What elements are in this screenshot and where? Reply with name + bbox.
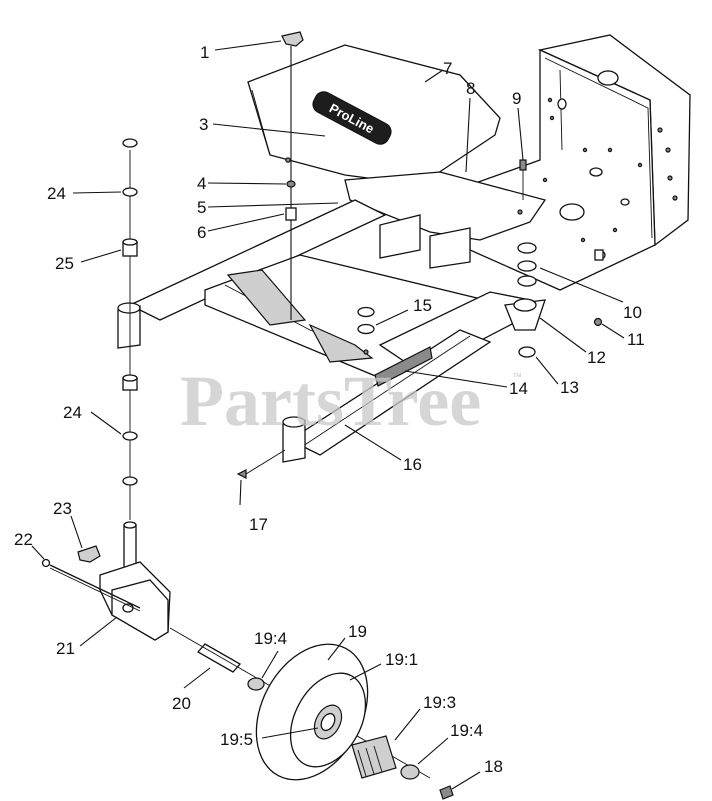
callout-11: 11 <box>627 330 645 349</box>
callout-12: 12 <box>587 348 606 367</box>
main-frame <box>117 199 546 463</box>
callout-9: 9 <box>512 89 521 108</box>
callout-23: 23 <box>53 499 72 518</box>
callout-19-4-right: 19:4 <box>450 721 483 740</box>
callout-19-1: 19:1 <box>385 650 418 669</box>
callout-10: 10 <box>623 303 642 322</box>
lower-plate <box>344 171 547 241</box>
callout-17: 17 <box>249 515 268 534</box>
callout-25: 25 <box>55 254 74 273</box>
callout-6: 6 <box>197 223 206 242</box>
callout-13: 13 <box>560 378 579 397</box>
callout-3: 3 <box>199 115 208 134</box>
callouts: 1 3 4 5 6 7 8 9 10 11 12 13 14 15 16 17 … <box>14 43 645 776</box>
caster-wheel <box>247 643 454 800</box>
callout-20: 20 <box>172 694 191 713</box>
leader-lines <box>31 40 625 790</box>
hardware <box>236 31 603 479</box>
callout-24-bottom: 24 <box>63 403 82 422</box>
watermark-trademark: ™ <box>512 372 522 383</box>
callout-5: 5 <box>197 198 206 217</box>
callout-19: 19 <box>348 622 367 641</box>
caster-fork <box>41 521 171 641</box>
callout-22: 22 <box>14 530 33 549</box>
callout-18: 18 <box>484 757 503 776</box>
callout-8: 8 <box>466 79 475 98</box>
partstree-watermark: PartsTree ™ <box>180 361 522 441</box>
callout-24-top: 24 <box>47 184 66 203</box>
callout-21: 21 <box>56 639 75 658</box>
callout-16: 16 <box>403 455 422 474</box>
callout-19-3: 19:3 <box>423 693 456 712</box>
callout-15: 15 <box>413 296 432 315</box>
callout-19-4-left: 19:4 <box>254 629 287 648</box>
rear-frame <box>469 34 691 291</box>
caster-stack <box>122 138 138 520</box>
seat-plate: ProLine <box>247 44 501 186</box>
callout-7: 7 <box>443 59 452 78</box>
callout-14: 14 <box>509 379 528 398</box>
callout-4: 4 <box>197 174 206 193</box>
watermark-text: PartsTree <box>180 361 481 441</box>
callout-19-5: 19:5 <box>220 730 253 749</box>
callout-1: 1 <box>200 43 209 62</box>
